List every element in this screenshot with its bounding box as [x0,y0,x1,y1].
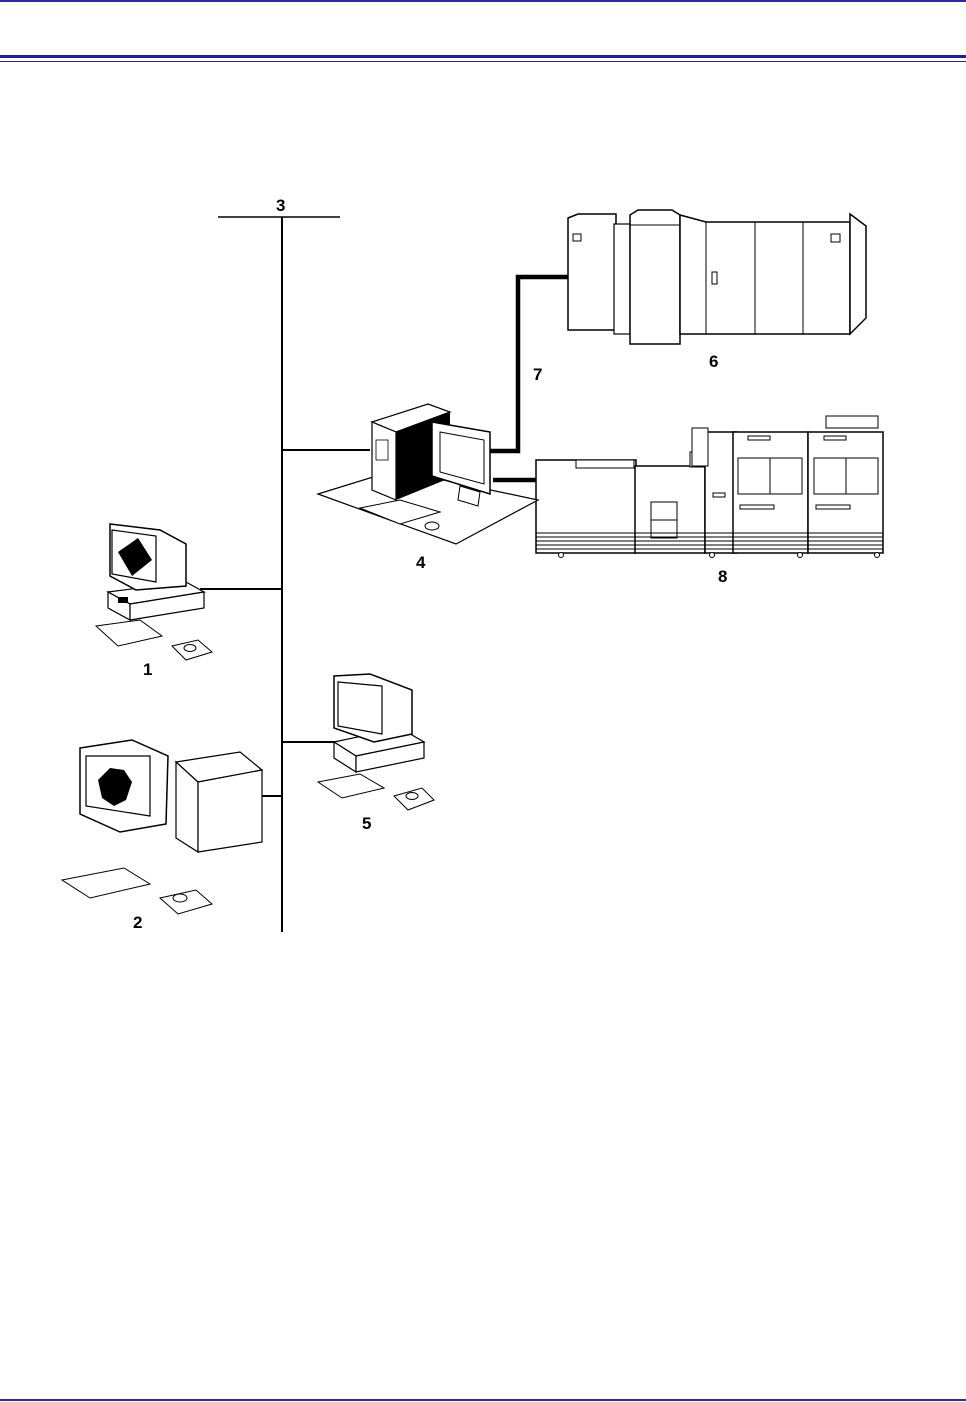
printer-production-icon [536,416,883,558]
label-workstation-mac: 2 [133,913,142,932]
label-printer-large: 6 [709,352,718,371]
printer-cables [490,277,568,480]
label-print-server: 4 [416,553,426,572]
workstation-client-icon [318,674,434,810]
bottom-rule [0,1399,966,1401]
printer-large-icon [568,210,866,344]
label-connection-cable: 7 [533,365,542,384]
workstation-mac-icon [62,740,262,914]
label-workstation-client: 5 [362,814,371,833]
print-server-icon [318,404,538,544]
label-network: 3 [276,196,285,215]
label-printer-production: 8 [718,567,727,586]
label-workstation-windows: 1 [143,660,152,679]
workstation-windows-icon [96,524,212,660]
